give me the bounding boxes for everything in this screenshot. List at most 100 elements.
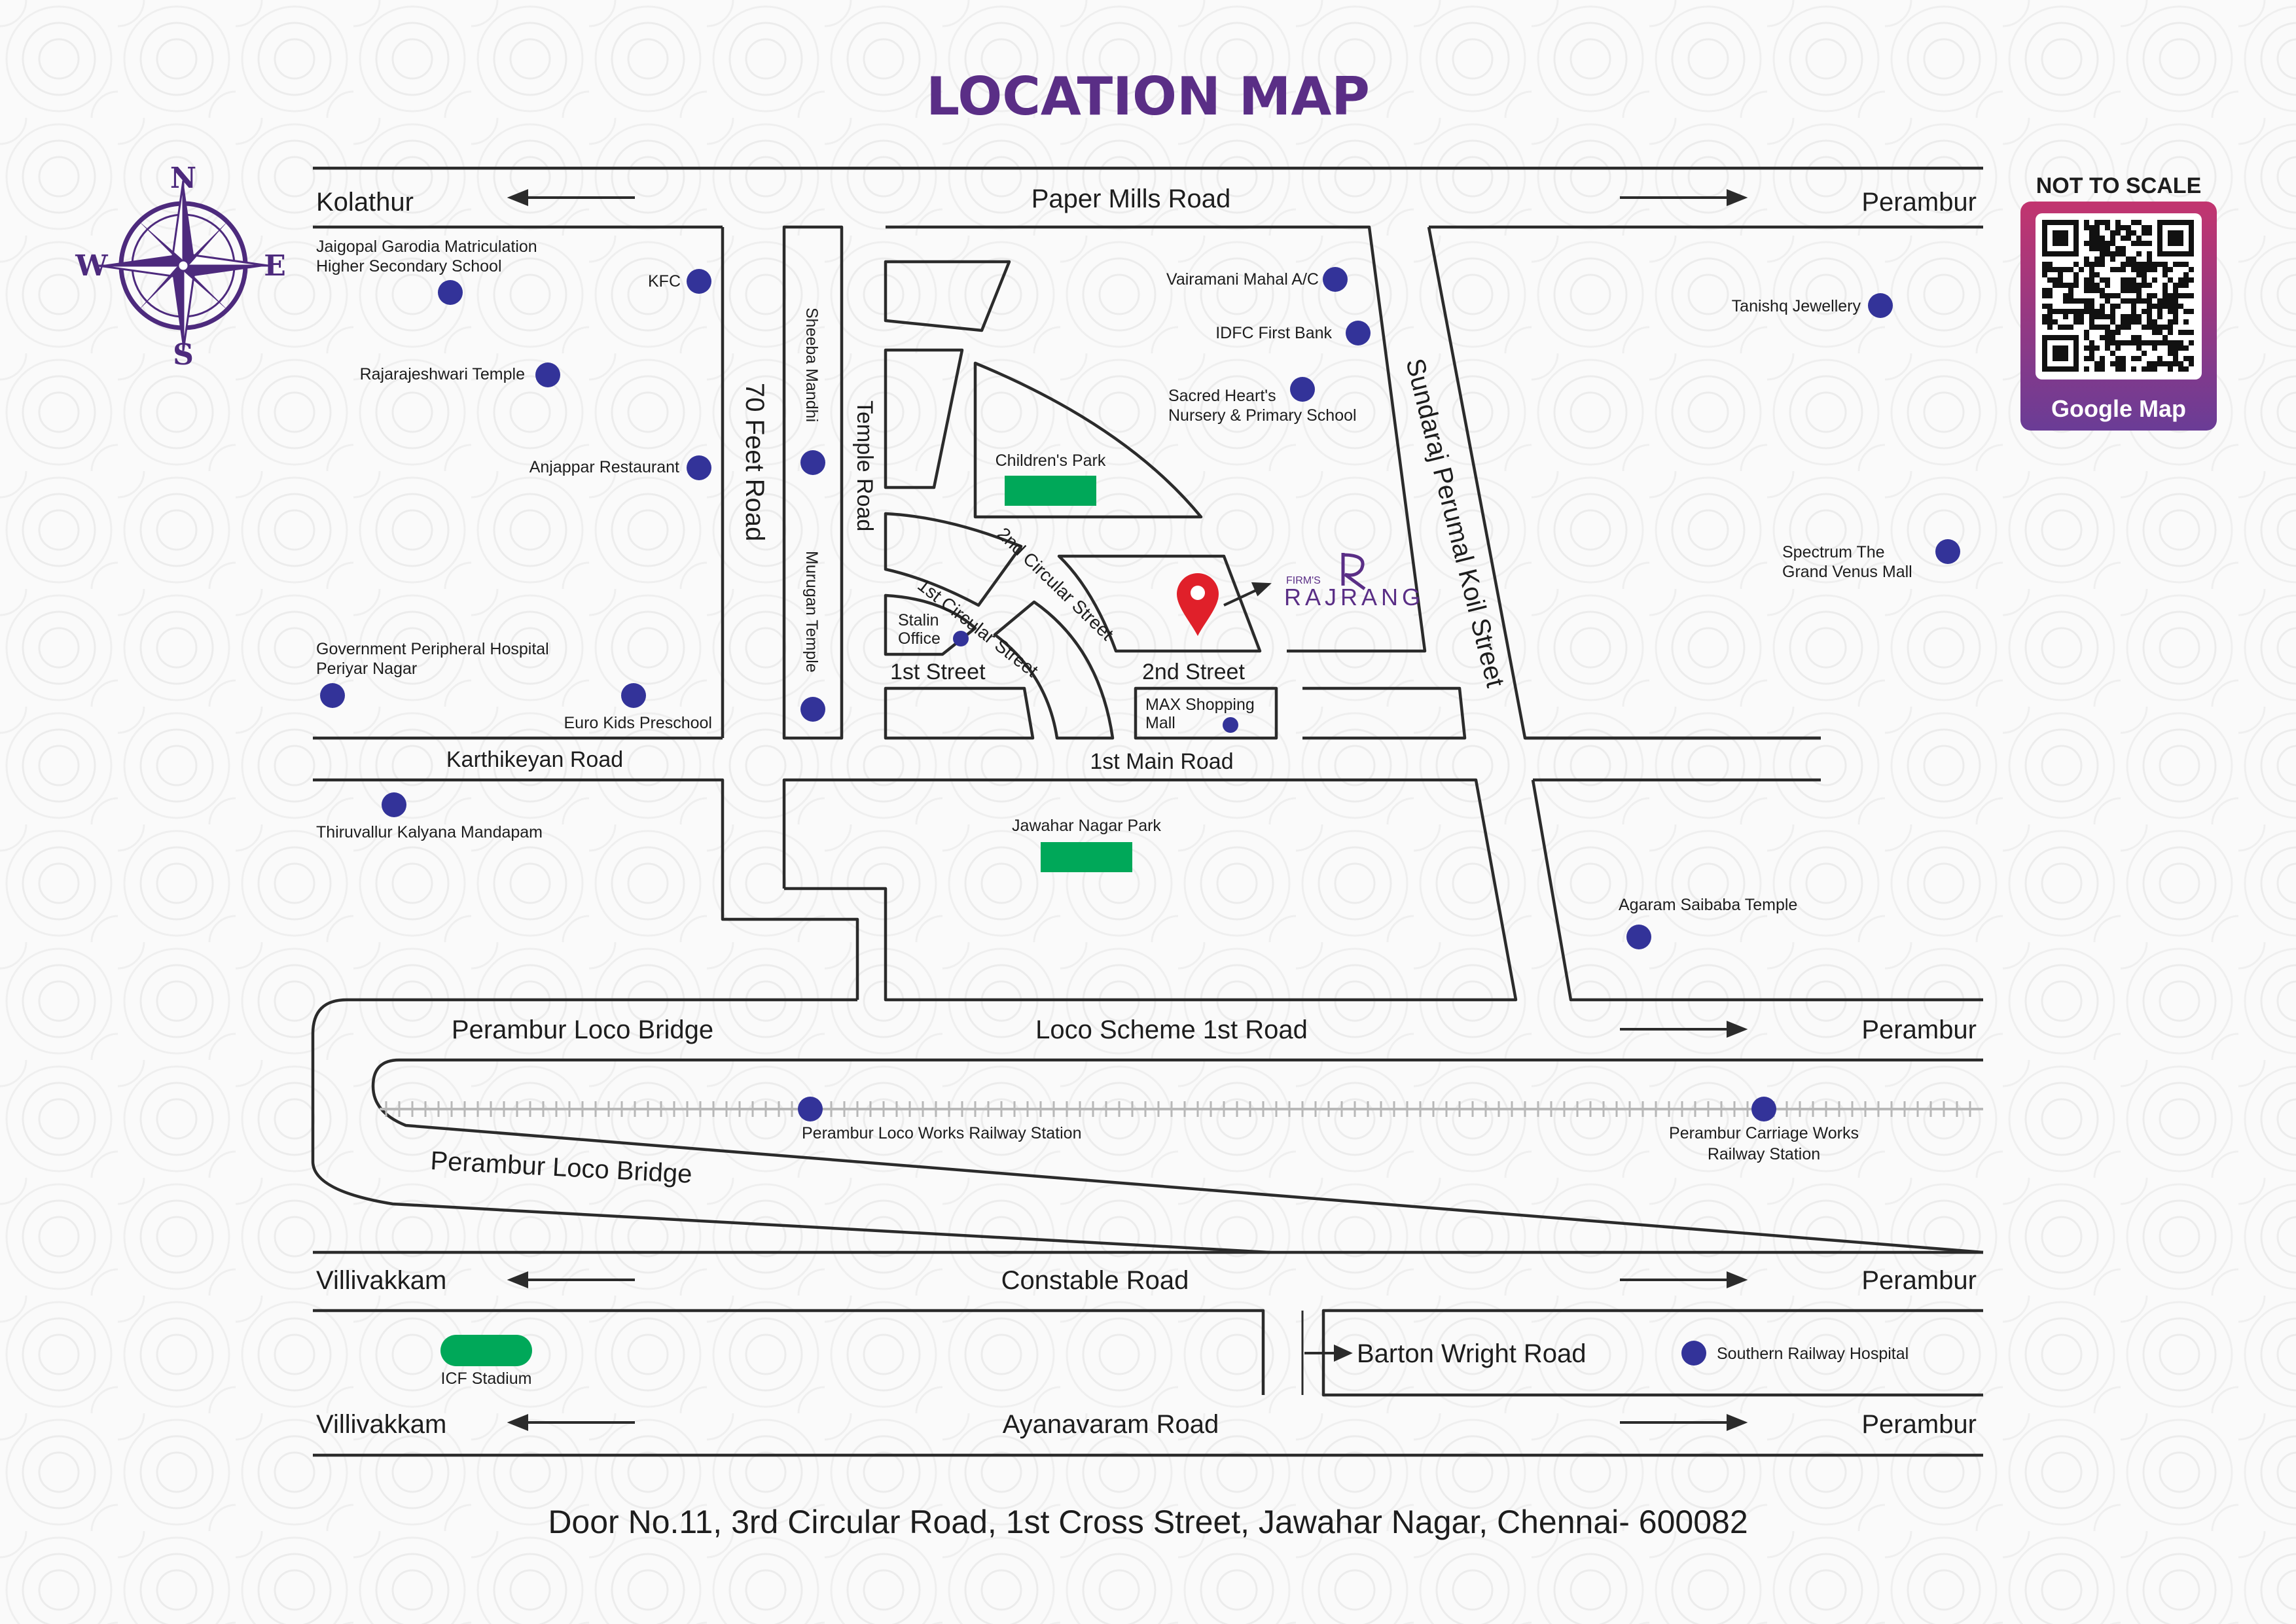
qr-module	[2168, 277, 2173, 283]
poi-dot-sheeba[interactable]	[800, 450, 825, 475]
poi-dot-jaigopal[interactable]	[438, 280, 463, 305]
qr-module	[2121, 283, 2126, 288]
qr-module	[2142, 283, 2147, 288]
poi-southern-hospital: Southern Railway Hospital	[1717, 1345, 1909, 1363]
qr-module	[2089, 241, 2094, 246]
qr-module	[2089, 246, 2094, 251]
poi-dot-sacred-heart[interactable]	[1290, 377, 1315, 402]
qr-module	[2079, 298, 2084, 304]
poi-dot-euro-kids[interactable]	[621, 683, 646, 708]
qr-finder	[2053, 345, 2068, 361]
poi-govt-hospital-line2: Periyar Nagar	[316, 660, 417, 678]
poi-dot-thiruvallur[interactable]	[382, 792, 406, 817]
qr-module	[2094, 241, 2100, 246]
qr-module	[2105, 251, 2110, 256]
poi-dot-murugan[interactable]	[800, 697, 825, 722]
qr-module	[2084, 283, 2089, 288]
compass-south: S	[173, 338, 194, 372]
qr-module	[2042, 272, 2047, 277]
poi-dot-tanishq[interactable]	[1868, 293, 1893, 318]
qr-module	[2110, 304, 2115, 309]
qr-module	[2100, 251, 2105, 256]
qr-module	[2142, 298, 2147, 304]
poi-dot-loco-station[interactable]	[798, 1097, 823, 1121]
qr-module	[2131, 298, 2136, 304]
qr-module	[2105, 298, 2110, 304]
qr-module	[2115, 361, 2121, 366]
qr-module	[2089, 230, 2094, 236]
map-title: LOCATION MAP	[926, 66, 1370, 127]
poi-dot-max-mall[interactable]	[1223, 717, 1238, 733]
qr-module	[2121, 366, 2126, 372]
google-map-qr-card[interactable]: Google Map	[2020, 202, 2217, 431]
qr-module	[2147, 241, 2152, 246]
qr-module	[2173, 340, 2178, 345]
road-barton-wright: Barton Wright Road	[1357, 1339, 1587, 1368]
qr-code-icon	[2042, 220, 2194, 372]
poi-dot-kfc[interactable]	[687, 269, 711, 294]
qr-module	[2162, 325, 2168, 330]
qr-module	[2189, 330, 2194, 335]
poi-dot-stalin-office[interactable]	[953, 631, 969, 646]
qr-module	[2094, 225, 2100, 230]
qr-module	[2173, 262, 2178, 267]
qr-module	[2121, 314, 2126, 319]
qr-module	[2178, 304, 2183, 309]
qr-module	[2131, 277, 2136, 283]
road-temple-road: Temple Road	[852, 400, 877, 531]
qr-module	[2131, 340, 2136, 345]
qr-module	[2126, 325, 2131, 330]
qr-module	[2094, 314, 2100, 319]
qr-module	[2173, 293, 2178, 298]
qr-module	[2147, 293, 2152, 298]
location-pin-icon[interactable]	[1177, 573, 1219, 636]
poi-dot-carriage-works[interactable]	[1751, 1097, 1776, 1121]
road-villivakkam-2: Villivakkam	[316, 1410, 446, 1439]
qr-module	[2100, 236, 2105, 241]
qr-module	[2136, 236, 2142, 241]
qr-module	[2100, 288, 2105, 293]
qr-module	[2094, 230, 2100, 236]
qr-module	[2178, 330, 2183, 335]
poi-thiruvallur: Thiruvallur Kalyana Mandapam	[316, 823, 543, 841]
qr-module	[2053, 267, 2058, 272]
rajrang-logo-mark-icon	[1341, 553, 1366, 591]
qr-module	[2147, 325, 2152, 330]
brand-name: RAJRANG	[1284, 584, 1424, 610]
qr-module	[2168, 340, 2173, 345]
poi-dot-agaram[interactable]	[1626, 925, 1651, 949]
qr-module	[2173, 304, 2178, 309]
qr-module	[2115, 220, 2121, 225]
road-perambur-constable: Perambur	[1861, 1266, 1977, 1295]
qr-module	[2063, 325, 2068, 330]
qr-module	[2110, 335, 2115, 340]
poi-dot-spectrum[interactable]	[1935, 539, 1960, 564]
qr-module	[2126, 262, 2131, 267]
qr-module	[2142, 351, 2147, 356]
poi-dot-govt-hospital[interactable]	[320, 683, 345, 708]
poi-dot-anjappar[interactable]	[687, 455, 711, 480]
qr-module	[2147, 314, 2152, 319]
qr-module	[2110, 236, 2115, 241]
qr-module	[2068, 309, 2073, 314]
qr-module	[2110, 314, 2115, 319]
qr-module	[2105, 220, 2110, 225]
qr-module	[2058, 309, 2063, 314]
qr-module	[2042, 262, 2047, 267]
qr-module	[2178, 366, 2183, 372]
qr-module	[2047, 288, 2053, 293]
poi-dot-idfc[interactable]	[1346, 321, 1371, 345]
poi-dot-rajarajeshwari[interactable]	[535, 362, 560, 387]
qr-module	[2058, 283, 2063, 288]
qr-module	[2068, 267, 2073, 272]
qr-module	[2110, 330, 2115, 335]
qr-module	[2084, 241, 2089, 246]
qr-module	[2063, 267, 2068, 272]
qr-module	[2047, 314, 2053, 319]
qr-module	[2126, 225, 2131, 230]
qr-module	[2173, 283, 2178, 288]
qr-module	[2063, 314, 2068, 319]
poi-dot-vairamani[interactable]	[1323, 267, 1348, 292]
poi-dot-southern-hospital[interactable]	[1681, 1341, 1706, 1366]
qr-module	[2131, 335, 2136, 340]
